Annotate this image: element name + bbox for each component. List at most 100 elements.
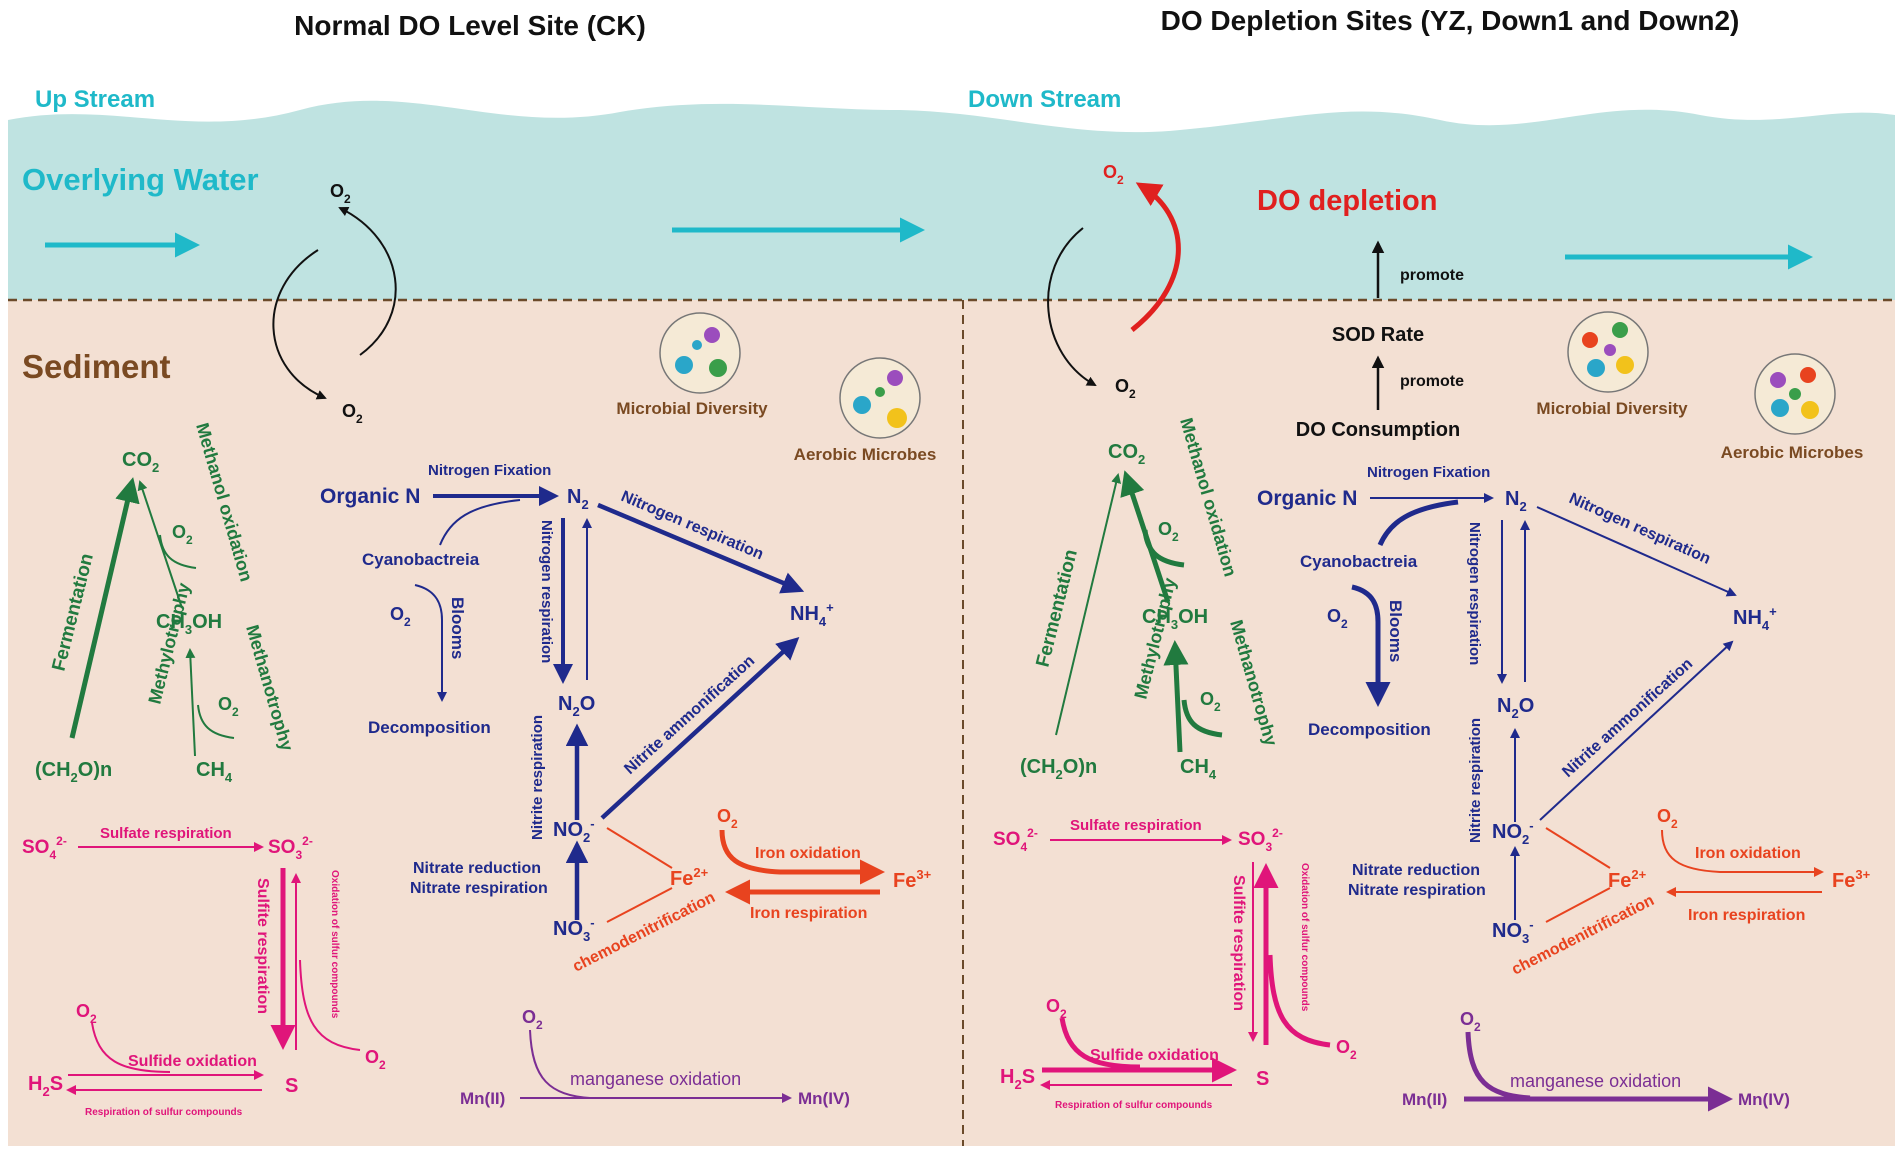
svg-text:O2: O2 <box>1200 689 1221 714</box>
svg-text:NO2-: NO2- <box>1492 818 1534 847</box>
svg-text:NH4+: NH4+ <box>790 600 834 629</box>
svg-text:O2: O2 <box>390 604 411 629</box>
svg-text:manganese oxidation: manganese oxidation <box>570 1069 741 1089</box>
svg-text:Iron oxidation: Iron oxidation <box>1695 845 1801 862</box>
svg-text:O2: O2 <box>330 181 351 206</box>
svg-text:Nitrate respiration: Nitrate respiration <box>410 880 548 897</box>
svg-text:Nitrate reduction: Nitrate reduction <box>1352 862 1480 879</box>
svg-text:Nitrate respiration: Nitrate respiration <box>1348 882 1486 899</box>
svg-text:Blooms: Blooms <box>1386 600 1405 662</box>
svg-text:O2: O2 <box>1657 806 1678 831</box>
svg-text:SOD Rate: SOD Rate <box>1332 324 1424 346</box>
left-oxygen-exchange: O2 O2 <box>272 181 397 426</box>
svg-text:Sulfate respiration: Sulfate respiration <box>100 825 232 842</box>
svg-text:Nitrogen respiration: Nitrogen respiration <box>538 520 555 663</box>
svg-text:Fe2+: Fe2+ <box>670 865 709 890</box>
title-left: Normal DO Level Site (CK) <box>294 10 646 41</box>
left-manganese-cycle: O2 manganese oxidation Mn(II) Mn(IV) <box>460 1007 850 1108</box>
svg-text:Fe2+: Fe2+ <box>1608 867 1647 892</box>
svg-text:Microbial Diversity: Microbial Diversity <box>1536 399 1688 418</box>
svg-text:Decomposition: Decomposition <box>368 718 491 737</box>
svg-text:Organic N: Organic N <box>1257 487 1357 510</box>
svg-text:CO2: CO2 <box>122 449 159 475</box>
svg-text:Decomposition: Decomposition <box>1308 720 1431 739</box>
svg-text:Fe3+: Fe3+ <box>893 867 932 892</box>
svg-text:CH4: CH4 <box>1180 756 1217 782</box>
right-microbes: Microbial Diversity Aerobic Microbes <box>1536 311 1863 462</box>
svg-text:NO3-: NO3- <box>553 915 595 944</box>
svg-text:Mn(IV): Mn(IV) <box>798 1089 850 1108</box>
svg-text:SO42-: SO42- <box>993 826 1038 854</box>
svg-text:Cyanobactreia: Cyanobactreia <box>1300 552 1418 571</box>
svg-text:O2: O2 <box>1103 162 1124 187</box>
svg-text:Oxidation of sulfur compounds: Oxidation of sulfur compounds <box>1299 863 1310 1012</box>
svg-text:Nitrite respiration: Nitrite respiration <box>1467 718 1484 843</box>
svg-text:CH3OH: CH3OH <box>1142 606 1208 632</box>
svg-text:Nitrite respiration: Nitrite respiration <box>529 715 546 840</box>
svg-text:O2: O2 <box>76 1001 97 1026</box>
svg-text:(CH2O)n: (CH2O)n <box>35 759 112 785</box>
svg-text:Nitrogen Fixation: Nitrogen Fixation <box>428 462 551 479</box>
svg-text:NO2-: NO2- <box>553 816 595 845</box>
svg-text:promote: promote <box>1400 373 1464 390</box>
water-layer <box>8 100 1895 300</box>
upstream-label: Up Stream <box>35 86 155 113</box>
svg-text:NH4+: NH4+ <box>1733 604 1777 633</box>
right-manganese-cycle: O2 manganese oxidation Mn(II) Mn(IV) <box>1402 1009 1790 1112</box>
downstream-label: Down Stream <box>968 86 1121 113</box>
svg-text:S: S <box>285 1075 298 1097</box>
svg-text:Mn(IV): Mn(IV) <box>1738 1090 1790 1109</box>
svg-text:Respiration of sulfur compound: Respiration of sulfur compounds <box>85 1107 243 1118</box>
svg-text:O2: O2 <box>1336 1037 1357 1062</box>
svg-text:Iron respiration: Iron respiration <box>1688 907 1805 924</box>
svg-text:promote: promote <box>1400 267 1464 284</box>
aerobic-microbes-icon <box>839 357 921 439</box>
overlying-water-label: Overlying Water <box>22 162 259 197</box>
svg-text:SO32-: SO32- <box>1238 826 1283 854</box>
svg-text:Iron oxidation: Iron oxidation <box>755 845 861 862</box>
svg-text:NO3-: NO3- <box>1492 917 1534 946</box>
svg-text:N2: N2 <box>1505 488 1527 514</box>
right-sulfur-cycle: SO42- Sulfate respiration SO32- Sulfite … <box>993 817 1357 1111</box>
svg-text:Blooms: Blooms <box>448 597 467 659</box>
svg-text:Nitrogen Fixation: Nitrogen Fixation <box>1367 464 1490 481</box>
svg-text:SO32-: SO32- <box>268 834 313 862</box>
svg-text:Nitrate reduction: Nitrate reduction <box>413 860 541 877</box>
svg-text:N2O: N2O <box>1497 695 1534 721</box>
svg-text:O2: O2 <box>717 806 738 831</box>
svg-text:O2: O2 <box>365 1047 386 1072</box>
svg-text:O2: O2 <box>342 401 363 426</box>
left-microbes: Microbial Diversity Aerobic Microbes <box>616 312 937 464</box>
svg-text:Respiration of sulfur compound: Respiration of sulfur compounds <box>1055 1100 1213 1111</box>
sediment-layer <box>8 300 1895 1146</box>
svg-text:Nitrogen respiration: Nitrogen respiration <box>1466 522 1483 665</box>
svg-text:Microbial Diversity: Microbial Diversity <box>616 399 768 418</box>
svg-text:O2: O2 <box>1327 606 1348 631</box>
svg-text:CH3OH: CH3OH <box>156 611 222 637</box>
svg-text:(CH2O)n: (CH2O)n <box>1020 756 1097 782</box>
svg-text:O2: O2 <box>1460 1009 1481 1034</box>
svg-text:Organic N: Organic N <box>320 485 420 508</box>
svg-text:Aerobic Microbes: Aerobic Microbes <box>794 445 937 464</box>
svg-text:O2: O2 <box>172 522 193 547</box>
svg-text:O2: O2 <box>218 694 239 719</box>
sod-chain: promote SOD Rate promote DO Consumption <box>1296 240 1464 441</box>
svg-text:N2: N2 <box>567 486 589 512</box>
title-right: DO Depletion Sites (YZ, Down1 and Down2) <box>1161 5 1740 36</box>
svg-text:O2: O2 <box>1115 376 1136 401</box>
svg-text:SO42-: SO42- <box>22 834 67 862</box>
microbial-diversity-icon <box>659 312 741 394</box>
svg-text:DO Consumption: DO Consumption <box>1296 419 1460 441</box>
svg-text:CO2: CO2 <box>1108 441 1145 467</box>
svg-text:Sulfide oxidation: Sulfide oxidation <box>1090 1047 1219 1064</box>
svg-text:Sulfite respiration: Sulfite respiration <box>254 878 271 1014</box>
svg-text:Mn(II): Mn(II) <box>460 1089 505 1108</box>
svg-text:S: S <box>1256 1068 1269 1090</box>
svg-text:H2S: H2S <box>1000 1066 1035 1092</box>
sediment-label: Sediment <box>22 348 171 385</box>
svg-text:Mn(II): Mn(II) <box>1402 1090 1447 1109</box>
svg-text:O2: O2 <box>1046 996 1067 1021</box>
svg-text:Sulfate respiration: Sulfate respiration <box>1070 817 1202 834</box>
svg-text:Iron respiration: Iron respiration <box>750 905 867 922</box>
